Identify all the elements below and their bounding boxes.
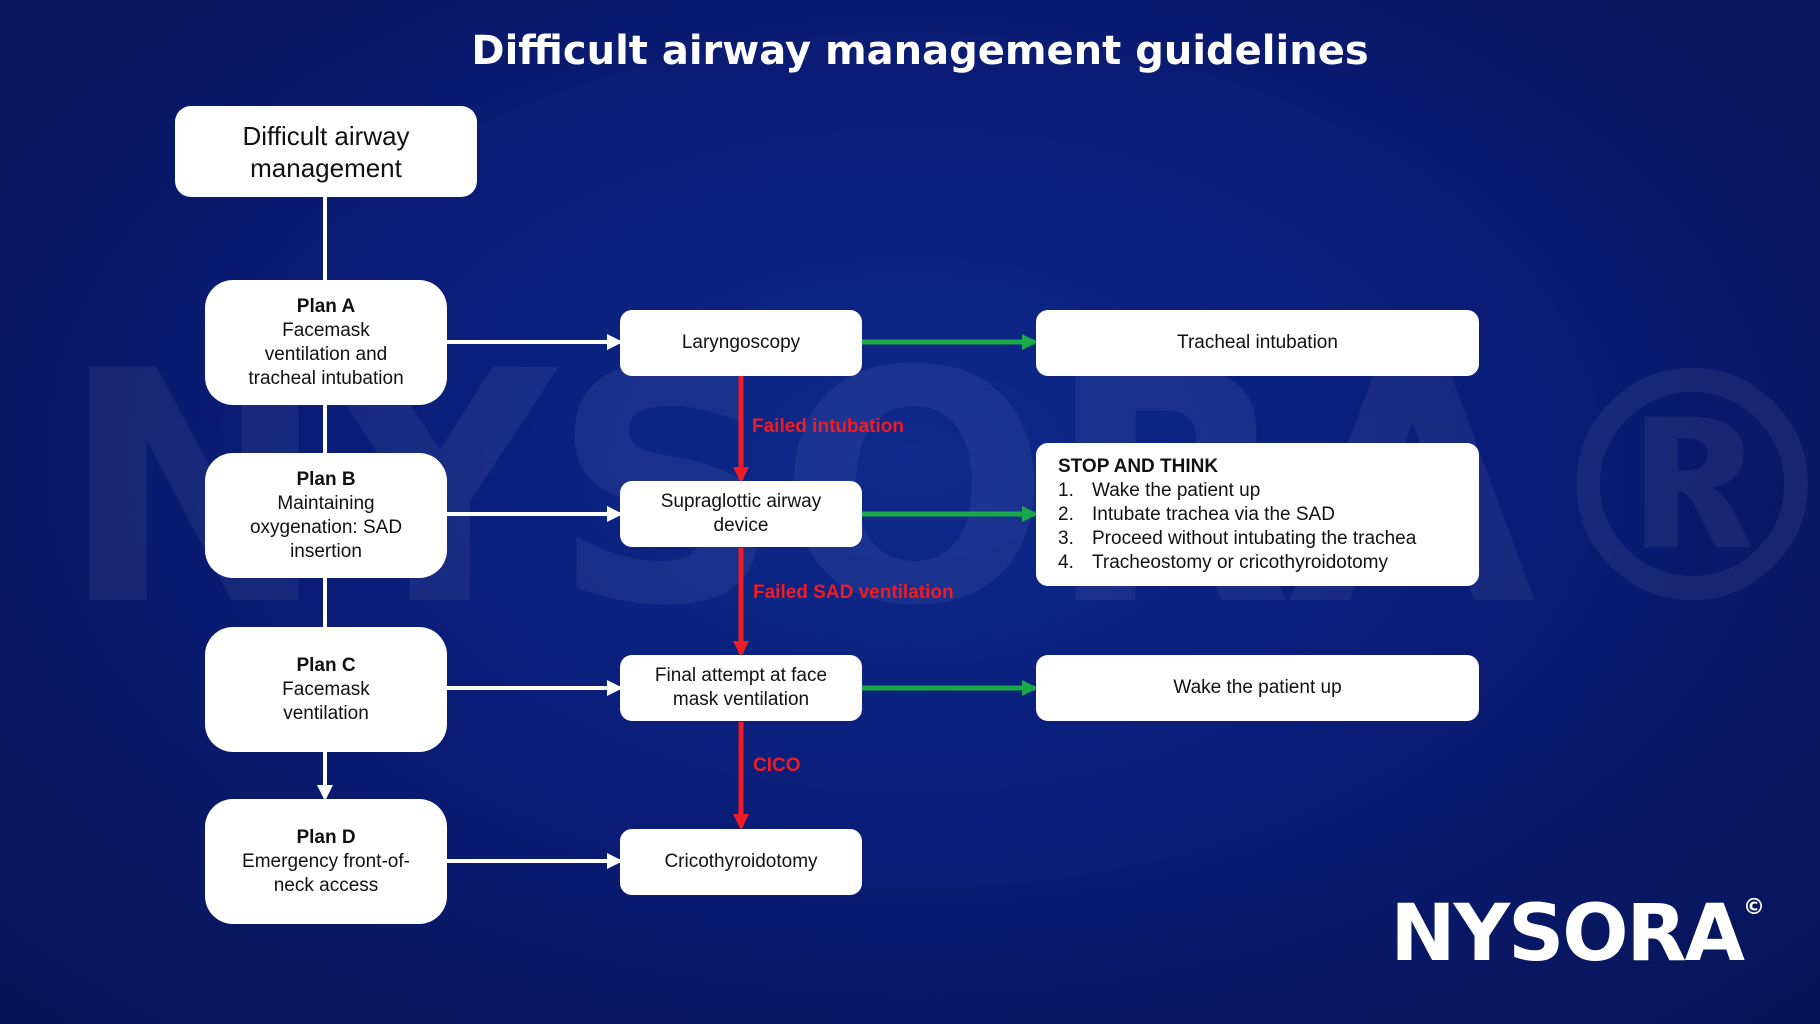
stop-and-think-title: STOP AND THINK: [1058, 455, 1219, 477]
tracheal-intubation-box: Tracheal intubation: [1036, 310, 1479, 376]
plan-a-box: Plan A Facemask ventilation and tracheal…: [205, 280, 447, 405]
plan-d-line-1: Emergency front-of-: [242, 850, 410, 872]
final-attempt-line-1: Final attempt at face: [654, 665, 828, 686]
plan-a-line-1: Facemask: [282, 319, 370, 341]
stop-item-text: Wake the patient up: [1092, 479, 1261, 501]
wake-up-box: Wake the patient up: [1036, 655, 1479, 721]
stop-item: 2. Intubate trachea via the SAD: [1058, 503, 1335, 527]
edge-label-cico: CICO: [753, 755, 801, 776]
plan-c-box: Plan C Facemask ventilation: [205, 627, 447, 752]
page-title: Difficult airway management guidelines: [471, 28, 1369, 74]
plan-b-box: Plan B Maintaining oxygenation: SAD inse…: [205, 453, 447, 578]
plan-a-line-2: ventilation and: [264, 343, 388, 365]
tracheal-intubation-label: Tracheal intubation: [1177, 332, 1338, 353]
root-line-1: Difficult airway: [242, 120, 410, 151]
plan-a-title: Plan A: [296, 295, 356, 317]
root-line-2: management: [250, 152, 402, 183]
laryngoscopy-box: Laryngoscopy: [620, 310, 862, 376]
wake-up-label: Wake the patient up: [1173, 677, 1342, 698]
stop-item: 4. Tracheostomy or cricothyroidotomy: [1058, 551, 1388, 575]
stop-item-number: 4.: [1058, 551, 1074, 573]
plan-b-line-1: Maintaining: [277, 492, 375, 514]
sad-line-2: device: [713, 515, 769, 536]
stop-item-number: 3.: [1058, 527, 1074, 549]
stop-item-number: 1.: [1058, 479, 1074, 501]
cricothyroidotomy-box: Cricothyroidotomy: [620, 829, 862, 895]
plan-a-line-3: tracheal intubation: [248, 367, 404, 389]
stop-item-text: Proceed without intubating the trachea: [1092, 527, 1417, 549]
final-attempt-line-2: mask ventilation: [672, 689, 810, 710]
plan-b-line-2: oxygenation: SAD: [249, 516, 403, 538]
stop-item-number: 2.: [1058, 503, 1074, 525]
plan-b-title: Plan B: [296, 468, 356, 490]
plan-b-line-3: insertion: [290, 540, 362, 562]
stop-and-think-box: STOP AND THINK 1. Wake the patient up 2.…: [1036, 443, 1479, 586]
cricothyroidotomy-label: Cricothyroidotomy: [664, 851, 818, 872]
plan-d-box: Plan D Emergency front-of- neck access: [205, 799, 447, 924]
stop-item-text: Tracheostomy or cricothyroidotomy: [1092, 551, 1389, 573]
sad-line-1: Supraglottic airway: [660, 491, 822, 512]
stop-item: 3. Proceed without intubating the trache…: [1058, 527, 1416, 551]
final-attempt-box: Final attempt at face mask ventilation: [620, 655, 862, 721]
sad-box: Supraglottic airway device: [620, 481, 862, 547]
edge-label-failed-sad: Failed SAD ventilation: [753, 582, 954, 603]
plan-c-line-1: Facemask: [282, 678, 370, 700]
laryngoscopy-label: Laryngoscopy: [681, 332, 801, 353]
plan-d-title: Plan D: [296, 826, 356, 848]
stop-item-text: Intubate trachea via the SAD: [1092, 503, 1335, 525]
plan-d-line-2: neck access: [273, 874, 379, 896]
stop-item: 1. Wake the patient up: [1058, 479, 1260, 503]
nysora-logo: NYSORA©: [1390, 889, 1765, 979]
plan-c-line-2: ventilation: [283, 702, 369, 724]
copyright-mark: ©: [1743, 895, 1765, 920]
logo-text: NYSORA: [1390, 889, 1745, 979]
edge-label-failed-intubation: Failed intubation: [752, 416, 904, 437]
plan-c-title: Plan C: [296, 654, 356, 676]
root-box: Difficult airway management: [175, 106, 477, 197]
